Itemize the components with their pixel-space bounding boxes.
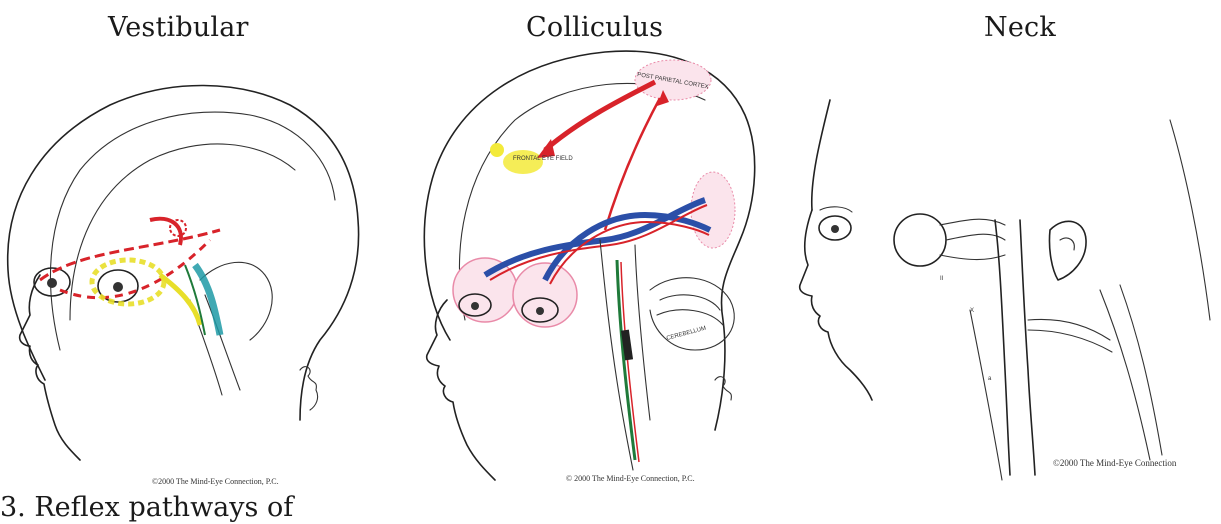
copyright-neck: ©2000 The Mind-Eye Connection — [1053, 458, 1176, 468]
title-vestibular: Vestibular — [108, 12, 249, 43]
svg-text:X: X — [970, 308, 974, 314]
title-neck: Neck — [984, 12, 1056, 43]
label-cerebellum: CEREBELLUM — [666, 326, 707, 342]
colliculus-illustration: FRONTAL EYE FIELD POST PARIETAL CORTEX C… — [405, 0, 790, 495]
copyright-colliculus: © 2000 The Mind-Eye Connection, P.C. — [566, 474, 695, 483]
figure-caption: 3. Reflex pathways of — [0, 492, 293, 523]
label-frontal-eye-field: FRONTAL EYE FIELD — [513, 156, 573, 162]
svg-text:a: a — [988, 376, 992, 382]
vestibular-illustration — [0, 50, 385, 495]
copyright-vestibular: ©2000 The Mind-Eye Connection, P.C. — [152, 477, 279, 486]
neck-illustration: II X a — [790, 80, 1221, 490]
svg-text:II: II — [940, 276, 944, 282]
